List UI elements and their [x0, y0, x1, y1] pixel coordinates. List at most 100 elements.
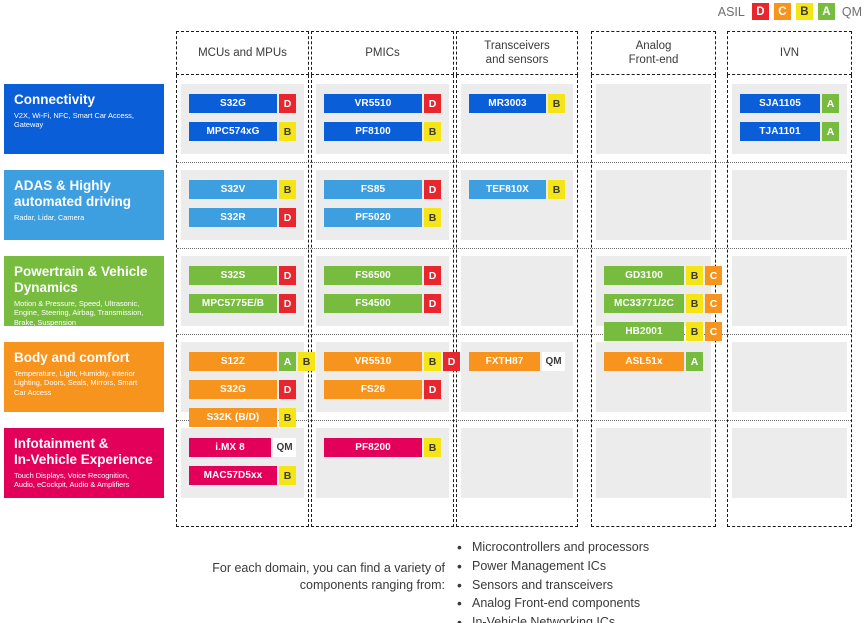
- footer-list-item-1: Power Management ICs: [455, 556, 649, 577]
- part-name: VR5510: [324, 94, 422, 113]
- part-name: FS6500: [324, 266, 422, 285]
- asil-legend-qm: QM: [841, 4, 862, 19]
- footer-list-item-4: In-Vehicle Networking ICs: [455, 612, 649, 623]
- row-separator-0: [177, 162, 851, 163]
- cell-infotainment-analog: [596, 428, 711, 498]
- column-header-mcus: MCUs and MPUs: [176, 31, 309, 75]
- cell-body-ivn: [732, 342, 847, 412]
- asil-legend: ASIL D C B A QM: [718, 3, 862, 20]
- asil-legend-label: ASIL: [717, 4, 745, 19]
- asil-chip-a: A: [817, 3, 835, 20]
- part-name: PF8100: [324, 122, 422, 141]
- part-name: MR3003: [469, 94, 546, 113]
- part-asil-grade: D: [424, 94, 441, 113]
- cell-infotainment-ivn: [732, 428, 847, 498]
- column-body-mcus: [176, 75, 309, 527]
- domain-subtitle-adas: Radar, Lidar, Camera: [14, 212, 85, 222]
- domain-title-powertrain: Powertrain & Vehicle Dynamics: [14, 264, 148, 295]
- part-asil-grade: D: [424, 266, 441, 285]
- column-body-pmics: [311, 75, 454, 527]
- part-name: S32S: [189, 266, 277, 285]
- part-chip[interactable]: S32K (B/D)B: [189, 408, 296, 427]
- column-header-pmics: PMICs: [311, 31, 454, 75]
- cell-connectivity-analog: [596, 84, 711, 154]
- part-name: S32G: [189, 380, 277, 399]
- asil-chip-b: B: [795, 3, 813, 20]
- cell-powertrain-transceivers: [461, 256, 573, 326]
- column-body-ivn: [727, 75, 852, 527]
- part-asil-grade: B: [279, 122, 296, 141]
- part-name: FS4500: [324, 294, 422, 313]
- part-asil-grade: D: [443, 352, 460, 371]
- part-name: S12Z: [189, 352, 277, 371]
- column-header-analog: Analog Front-end: [591, 31, 716, 75]
- part-asil-grade: B: [424, 208, 441, 227]
- part-asil-grade: A: [822, 94, 839, 113]
- part-asil-grade: D: [279, 380, 296, 399]
- part-name: VR5510: [324, 352, 422, 371]
- part-name: S32G: [189, 94, 277, 113]
- part-name: HB2001: [604, 322, 684, 341]
- cell-adas-ivn: [732, 170, 847, 240]
- part-asil-grade: D: [279, 266, 296, 285]
- part-asil-grade: B: [424, 122, 441, 141]
- part-asil-grade: B: [686, 294, 703, 313]
- row-separator-1: [177, 248, 851, 249]
- domain-title-adas: ADAS & Highly automated driving: [14, 178, 132, 209]
- domain-subtitle-infotainment: Touch Displays, Voice Recognition, Audio…: [14, 470, 130, 490]
- row-separator-3: [177, 420, 851, 421]
- cell-adas-analog: [596, 170, 711, 240]
- footer-list: Microcontrollers and processorsPower Man…: [455, 537, 649, 623]
- part-name: FS26: [324, 380, 422, 399]
- part-name: ASL51x: [604, 352, 684, 371]
- part-asil-grade: C: [705, 266, 722, 285]
- footer-intro: For each domain, you can find a variety …: [212, 561, 445, 592]
- column-body-transceivers: [456, 75, 578, 527]
- part-name: PF8200: [324, 438, 422, 457]
- part-name: FS85: [324, 180, 422, 199]
- domain-subtitle-powertrain: Motion & Pressure, Speed, Ultrasonic, En…: [14, 298, 144, 326]
- row-separator-2: [177, 334, 851, 335]
- part-name: MAC57D5xx: [189, 466, 277, 485]
- part-asil-grade: QM: [273, 438, 296, 457]
- part-asil-grade: B: [686, 322, 703, 341]
- part-asil-grade: C: [705, 322, 722, 341]
- part-asil-grade: B: [424, 352, 441, 371]
- part-name: SJA1105: [740, 94, 820, 113]
- part-name: TJA1101: [740, 122, 820, 141]
